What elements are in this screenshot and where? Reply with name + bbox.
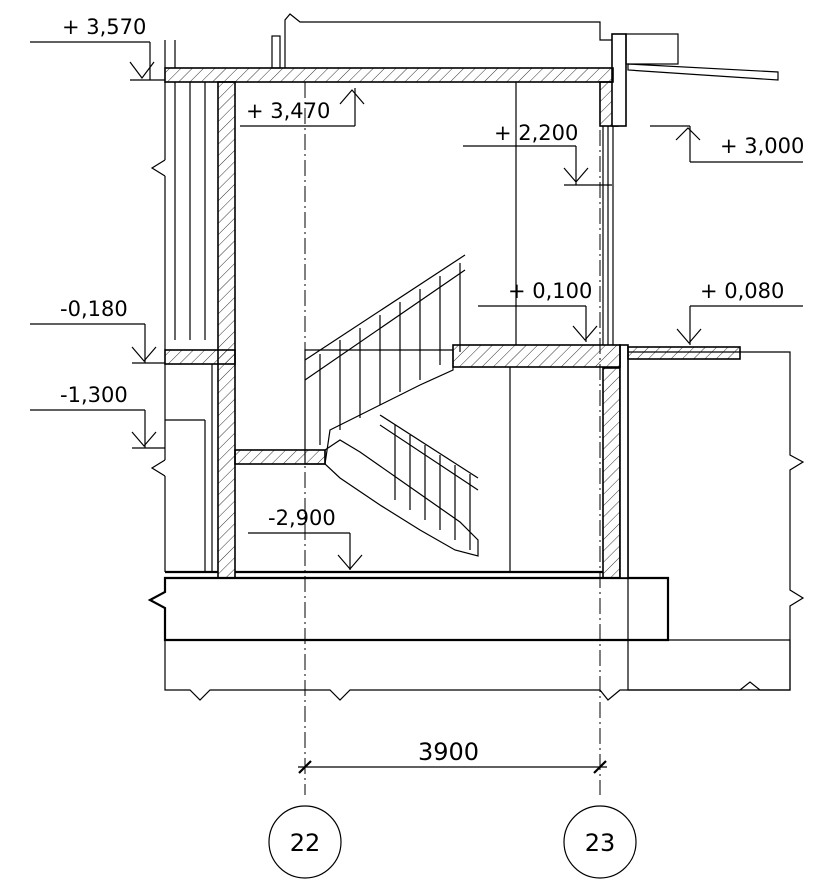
level-roof: + 3,570 <box>30 15 165 81</box>
level-mid: -1,300 <box>30 383 165 449</box>
axis-22-label: 22 <box>290 829 321 857</box>
window <box>602 126 614 345</box>
axis-lines <box>304 82 601 795</box>
canopy <box>627 63 779 81</box>
axis-23-label: 23 <box>585 829 616 857</box>
level-window-top: + 2,200 <box>463 121 612 186</box>
level-ground-out-label: + 0,080 <box>700 279 784 303</box>
level-basement: -2,900 <box>248 506 363 570</box>
mid-landing <box>234 449 326 465</box>
dimension-span-label: 3900 <box>418 738 479 766</box>
level-outside-high-label: + 3,000 <box>720 134 804 158</box>
level-roof-label: + 3,570 <box>62 15 146 39</box>
foundation-slab <box>147 576 670 642</box>
axis-bubble-23: 23 <box>563 805 637 879</box>
outer-pavement <box>627 346 741 360</box>
ground-floor-slab <box>164 344 621 368</box>
roof-slab <box>164 67 614 83</box>
level-landing-label: + 0,100 <box>508 279 592 303</box>
level-ceiling: + 3,470 <box>240 88 365 127</box>
level-landing: + 0,100 <box>478 279 598 342</box>
level-mid-label: -1,300 <box>60 383 128 407</box>
right-wall-lower <box>602 344 629 579</box>
left-structure <box>150 13 612 572</box>
right-wall-upper <box>599 33 679 127</box>
left-wall <box>217 81 236 579</box>
level-ground-floor-label: -0,180 <box>60 297 128 321</box>
axis-bubble-22: 22 <box>268 805 342 879</box>
soil-below <box>164 639 791 701</box>
level-basement-label: -2,900 <box>268 506 336 530</box>
staircase <box>304 254 479 557</box>
level-ground-out: + 0,080 <box>676 279 803 345</box>
level-ceiling-label: + 3,470 <box>246 99 330 123</box>
level-outside-high: + 3,000 <box>650 125 804 163</box>
level-window-top-label: + 2,200 <box>494 121 578 145</box>
level-ground-floor: -0,180 <box>30 297 165 364</box>
dimension-line: 3900 <box>298 738 607 774</box>
